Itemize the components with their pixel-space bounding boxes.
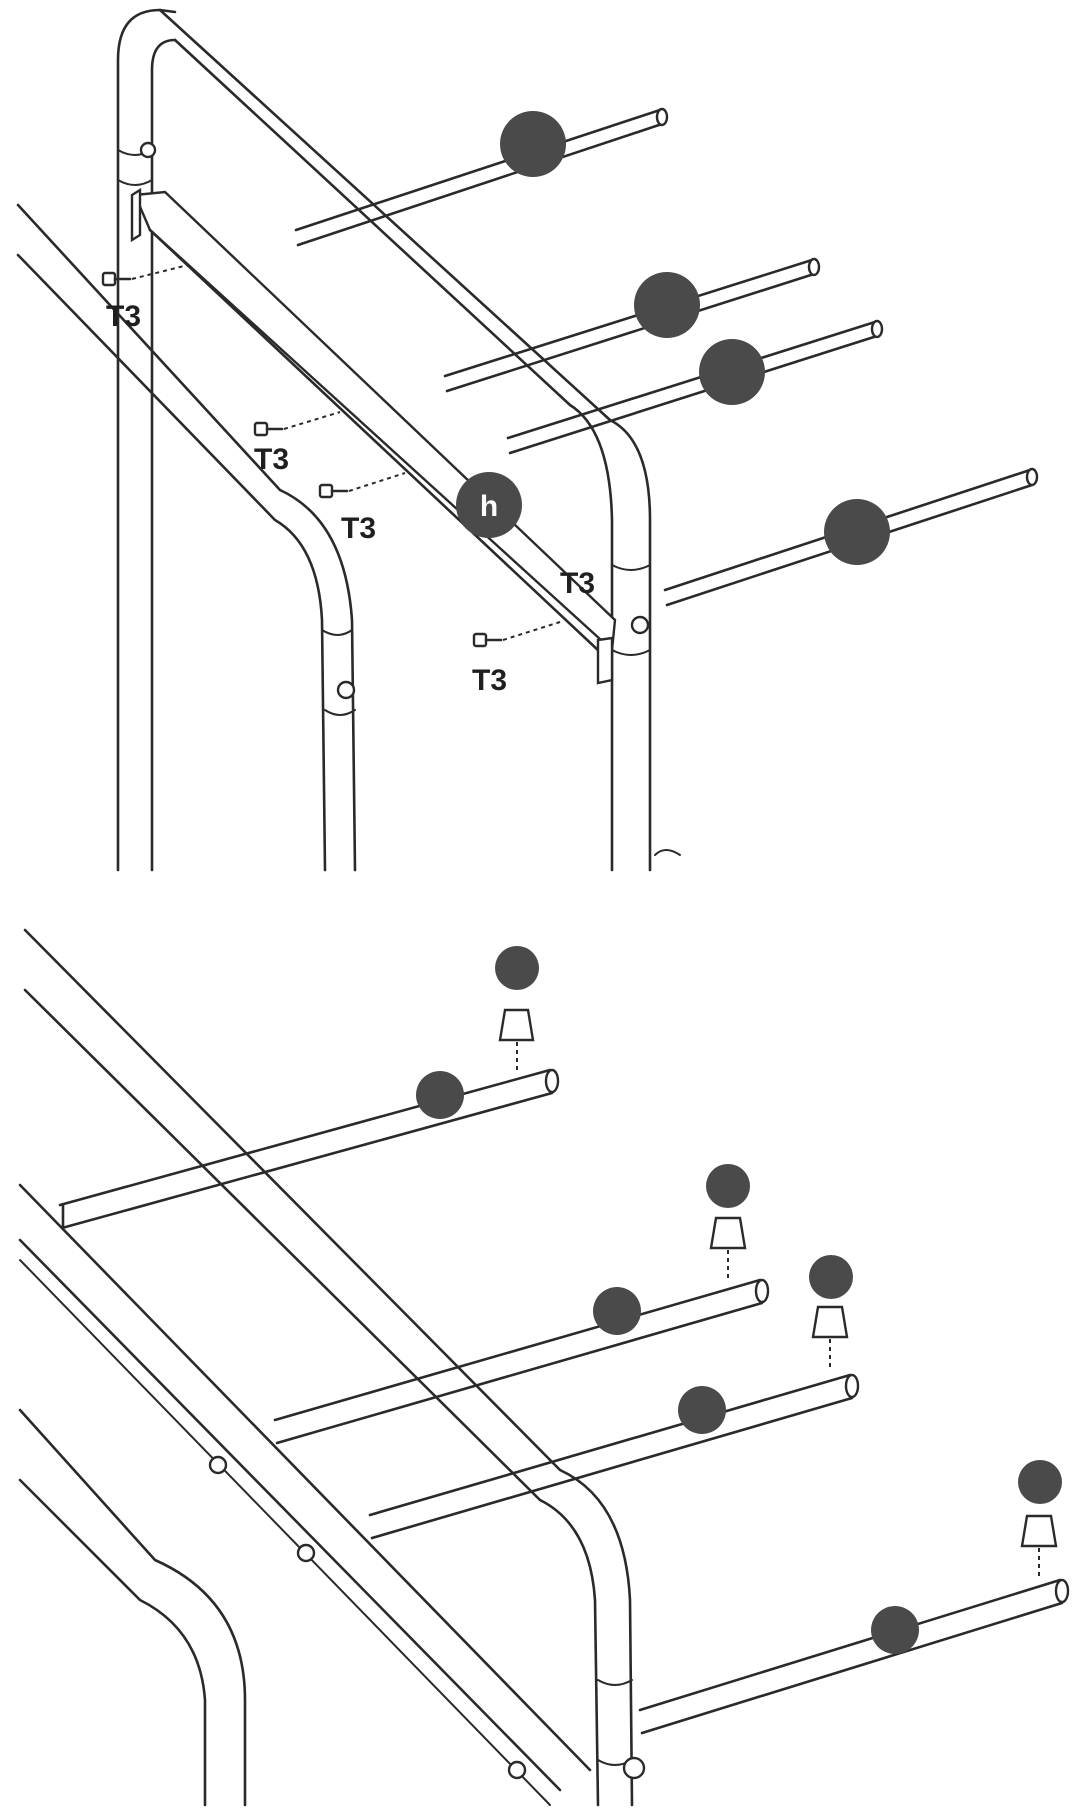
peg-cap-assembly-1 bbox=[58, 946, 560, 1230]
peg-rod-2 bbox=[443, 257, 821, 393]
bolt-icon bbox=[139, 141, 157, 159]
lower-frame bbox=[18, 1408, 247, 1807]
bolt-icon bbox=[208, 1455, 228, 1475]
cap-icon bbox=[498, 1008, 535, 1042]
part-marker bbox=[706, 1164, 750, 1208]
bar-label-h: h bbox=[480, 490, 498, 523]
cap-icon bbox=[1020, 1514, 1058, 1548]
part-marker bbox=[1018, 1460, 1062, 1504]
assembly-step-bottom bbox=[18, 928, 1070, 1807]
screw-t3-4: T3 bbox=[560, 567, 595, 600]
part-marker bbox=[416, 1071, 464, 1119]
peg-rod-4 bbox=[663, 467, 1039, 607]
top-rail bbox=[23, 928, 646, 1807]
part-marker bbox=[809, 1255, 853, 1299]
peg-cap-assembly-2 bbox=[273, 1164, 770, 1445]
peg-rod-3 bbox=[506, 319, 884, 455]
bolt-icon bbox=[296, 1543, 316, 1563]
part-marker bbox=[699, 339, 765, 405]
bolt-icon bbox=[630, 615, 650, 635]
cap-icon bbox=[811, 1305, 849, 1339]
screw-label-t3: T3 bbox=[106, 300, 141, 333]
screw-label-t3: T3 bbox=[560, 567, 595, 600]
screw-t3-1: T3 bbox=[101, 264, 189, 333]
part-marker-h: h bbox=[456, 472, 522, 538]
peg-cap-assembly-3 bbox=[368, 1255, 860, 1540]
screw-t3-3: T3 bbox=[318, 472, 406, 545]
screw-label-t3: T3 bbox=[472, 664, 507, 697]
crossbar-h bbox=[130, 187, 617, 685]
screw-t3-2: T3 bbox=[253, 411, 341, 476]
part-marker bbox=[871, 1606, 919, 1654]
peg-rod-1 bbox=[294, 107, 669, 247]
part-marker bbox=[593, 1287, 641, 1335]
assembly-step-top: T3 T3 T3 T3 T3 h bbox=[16, 8, 1039, 872]
bolt-icon bbox=[336, 680, 356, 700]
cap-icon bbox=[709, 1216, 747, 1250]
bolt-icon bbox=[507, 1760, 527, 1780]
bolt-icon bbox=[622, 1756, 646, 1780]
part-marker bbox=[495, 946, 539, 990]
side-rail bbox=[16, 203, 357, 872]
screw-label-t3: T3 bbox=[254, 443, 289, 476]
part-marker bbox=[824, 499, 890, 565]
screw-t3-5: T3 bbox=[472, 621, 561, 697]
part-marker bbox=[678, 1386, 726, 1434]
right-frame-tube bbox=[568, 403, 681, 872]
screw-label-t3: T3 bbox=[341, 512, 376, 545]
crossbar bbox=[18, 1183, 592, 1806]
part-marker bbox=[634, 272, 700, 338]
part-marker bbox=[500, 111, 566, 177]
peg-cap-assembly-4 bbox=[638, 1460, 1070, 1735]
